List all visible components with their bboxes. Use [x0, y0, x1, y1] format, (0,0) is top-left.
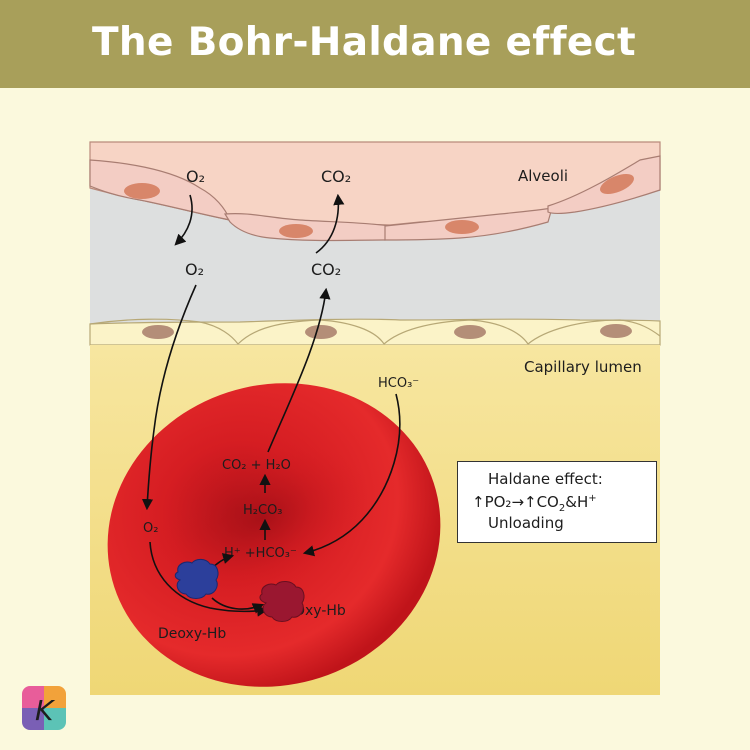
h-hco3-label: H⁺ +HCO₃⁻ — [224, 546, 297, 561]
capillary-endothelium — [89, 318, 661, 346]
haldane-title: Haldane effect: — [488, 470, 603, 488]
haldane-relation: ↑PO₂→↑CO2&H+ — [472, 493, 597, 514]
deoxy-hb-label: Deoxy-Hb — [158, 626, 226, 642]
o2-rbc-label: O₂ — [143, 521, 158, 536]
o2-to-hb-arrow — [149, 541, 269, 617]
haldane-unloading: Unloading — [488, 514, 564, 532]
brand-logo: K — [22, 686, 66, 730]
co2-interstitial-label: CO₂ — [311, 260, 341, 279]
co2-alveolar-label: CO₂ — [321, 167, 351, 186]
cell-nucleus — [279, 224, 313, 238]
deoxy-hb-molecule — [174, 558, 219, 599]
hco3-outside-label: HCO₃⁻ — [378, 376, 419, 391]
page-title: The Bohr-Haldane effect — [92, 20, 636, 65]
o2-alveolar-label: O₂ — [186, 167, 205, 186]
oxy-hb-molecule — [259, 581, 305, 622]
cell-nucleus — [445, 220, 479, 234]
o2-to-rbc-arrow — [141, 284, 197, 511]
cell-nucleus — [600, 324, 632, 338]
title-banner: The Bohr-Haldane effect — [0, 0, 750, 88]
hco3-into-rbc-arrow — [302, 393, 401, 557]
cell-nucleus — [124, 183, 160, 199]
o2-interstitial-label: O₂ — [185, 260, 204, 279]
capillary-lumen-label: Capillary lumen — [524, 358, 642, 376]
cell-nucleus — [600, 173, 634, 195]
alveoli-label: Alveoli — [518, 167, 568, 185]
o2-diffusion-arrow — [174, 194, 193, 246]
oxy-hb-label: Oxy-Hb — [294, 603, 346, 619]
logo-letter: K — [35, 694, 56, 727]
cell-nucleus — [305, 325, 337, 339]
co2-h2o-label: CO₂ + H₂O — [222, 458, 291, 473]
red-blood-cell — [107, 383, 441, 687]
h2co3-label: H₂CO₃ — [243, 503, 283, 518]
haldane-effect-box: Haldane effect: ↑PO₂→↑CO2&H+ Unloading — [457, 461, 657, 543]
cell-nucleus — [454, 325, 486, 339]
co2-out-of-rbc-arrow — [267, 287, 331, 453]
deoxy-to-oxy-arrow — [211, 597, 265, 614]
cell-nucleus — [142, 325, 174, 339]
co2-exhale-arrow — [315, 193, 345, 254]
